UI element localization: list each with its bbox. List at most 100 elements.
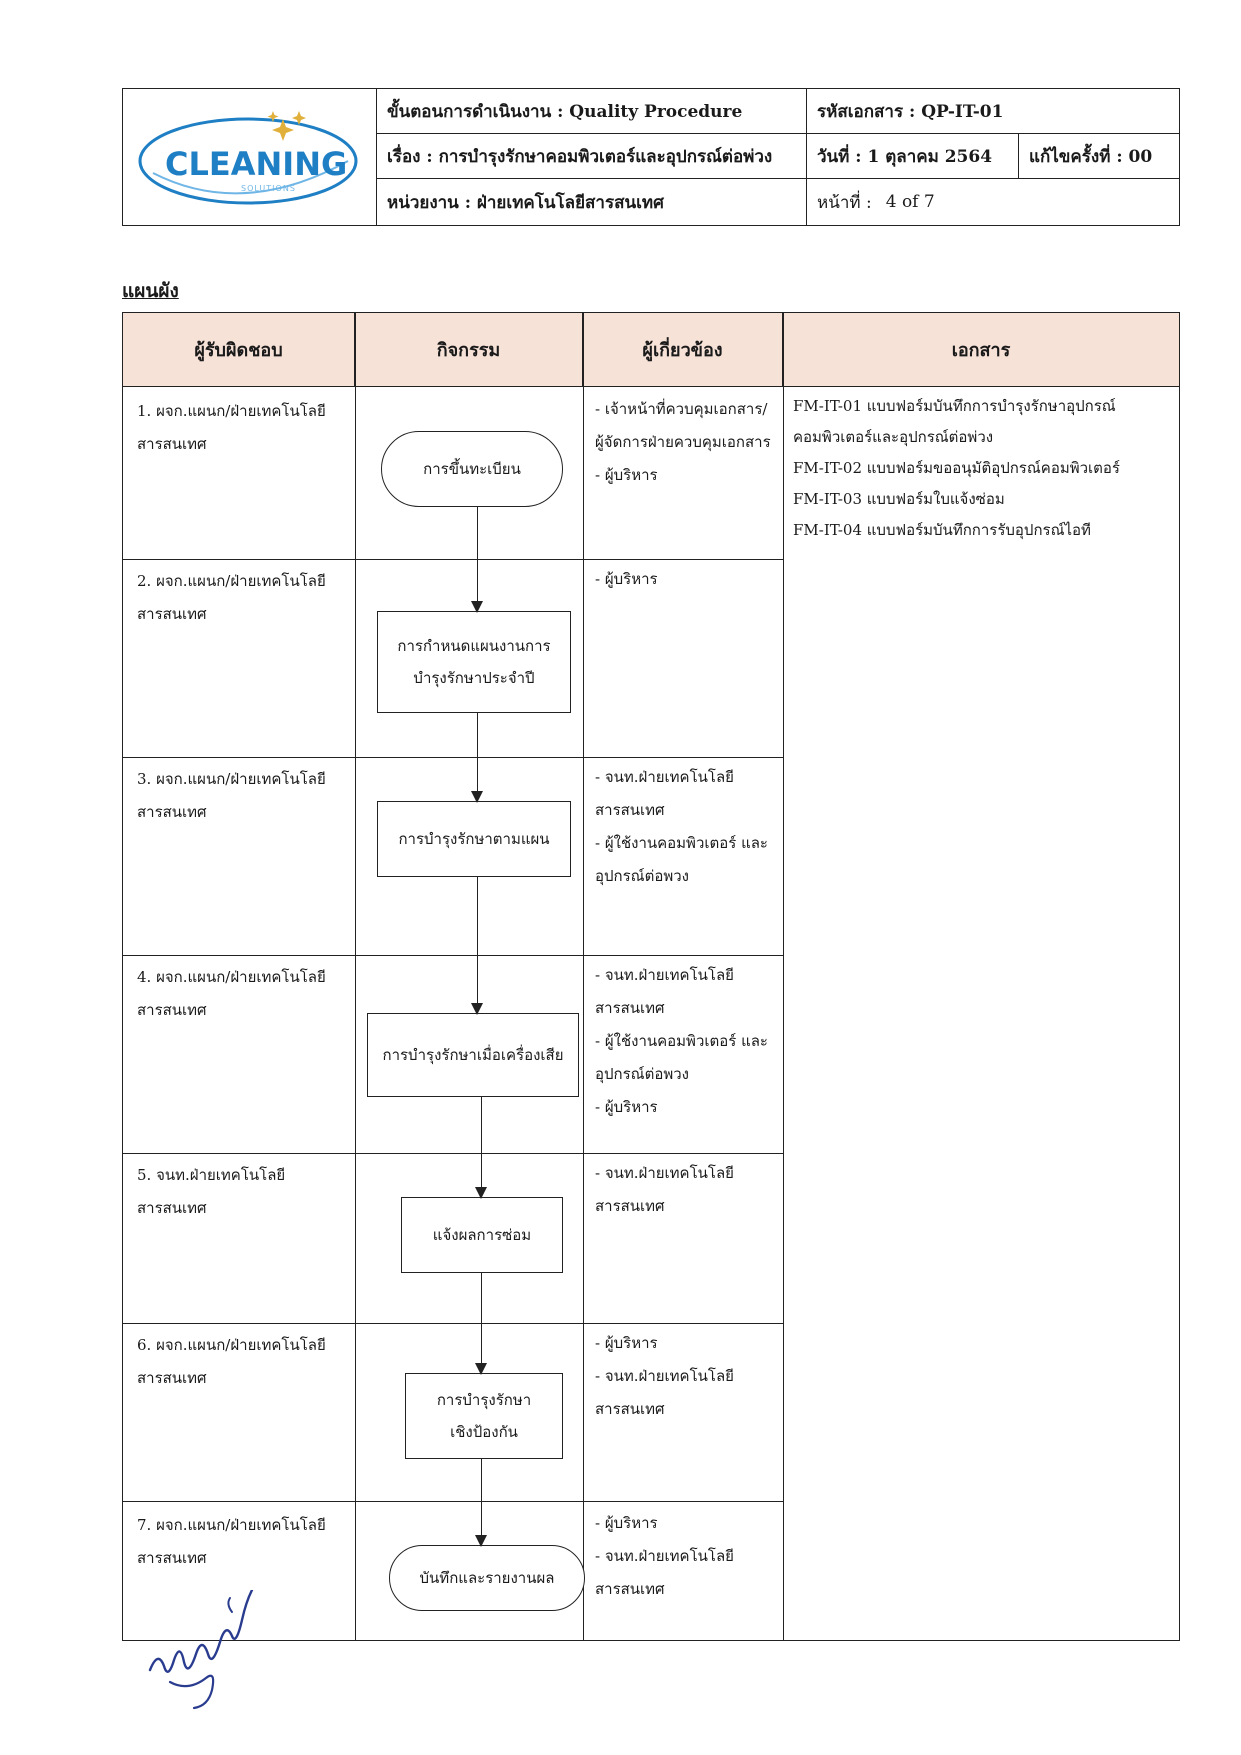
flow-arrow xyxy=(471,877,483,1015)
step-6-activity-box: การบำรุงรักษา เชิงป้องกัน xyxy=(405,1373,563,1459)
related-line: - จนท.ฝ่ายเทคโนโลยี xyxy=(595,966,734,984)
step-1-responsible: 1. ผจก.แผนก/ฝ่ายเทคโนโลยี สารสนเทศ xyxy=(137,395,347,461)
related-line: สารสนเทศ xyxy=(595,999,665,1017)
documents-list: FM-IT-01 แบบฟอร์มบันทึกการบำรุงรักษาอุปก… xyxy=(793,391,1173,546)
step-6-responsible: 6. ผจก.แผนก/ฝ่ายเทคโนโลยี สารสนเทศ xyxy=(137,1329,347,1395)
step-5-responsible: 5. จนท.ฝ่ายเทคโนโลยี สารสนเทศ xyxy=(137,1159,347,1225)
responsible-line: สารสนเทศ xyxy=(137,1369,207,1387)
responsible-line: 3. ผจก.แผนก/ฝ่ายเทคโนโลยี xyxy=(137,770,326,788)
step-7-responsible: 7. ผจก.แผนก/ฝ่ายเทคโนโลยี สารสนเทศ xyxy=(137,1509,347,1575)
step-6-related: - ผู้บริหาร - จนท.ฝ่ายเทคโนโลยี สารสนเทศ xyxy=(595,1327,785,1426)
header-row-3: หน่วยงาน : ฝ่ายเทคโนโลยีสารสนเทศ หน้าที่… xyxy=(377,179,1179,225)
column-header-responsible: ผู้รับผิดชอบ xyxy=(123,313,355,387)
document-item: FM-IT-02 แบบฟอร์มขออนุมัติอุปกรณ์คอมพิวเ… xyxy=(793,459,1120,477)
flow-arrow xyxy=(471,507,483,613)
column-divider xyxy=(355,313,356,1640)
related-line: สารสนเทศ xyxy=(595,1197,665,1215)
responsible-line: 6. ผจก.แผนก/ฝ่ายเทคโนโลยี xyxy=(137,1336,326,1354)
column-header-related: ผู้เกี่ยวข้อง xyxy=(583,313,783,387)
page-label: หน้าที่ : xyxy=(817,192,872,213)
related-line: สารสนเทศ xyxy=(595,1580,665,1598)
document-header: CLEANING SOLUTIONS ขั้นตอนการดำเนินงาน :… xyxy=(122,88,1180,226)
activity-text: บำรุงรักษาประจำปี xyxy=(413,669,535,687)
related-line: - จนท.ฝ่ายเทคโนโลยี xyxy=(595,1164,734,1182)
related-line: - ผู้ใช้งานคอมพิวเตอร์ และ xyxy=(595,1032,768,1050)
logo-subtext: SOLUTIONS xyxy=(241,184,296,193)
page-number: หน้าที่ : 4 of 7 xyxy=(807,179,1179,225)
responsible-line: สารสนเทศ xyxy=(137,605,207,623)
step-4-responsible: 4. ผจก.แผนก/ฝ่ายเทคโนโลยี สารสนเทศ xyxy=(137,961,347,1027)
flow-arrow xyxy=(475,1273,487,1375)
department: หน่วยงาน : ฝ่ายเทคโนโลยีสารสนเทศ xyxy=(377,179,807,225)
responsible-line: 5. จนท.ฝ่ายเทคโนโลยี xyxy=(137,1166,286,1184)
related-line: - ผู้บริหาร xyxy=(595,466,658,484)
flow-arrow xyxy=(475,1097,487,1199)
related-line: ผู้จัดการฝ่ายควบคุมเอกสาร xyxy=(595,433,771,451)
step-3-related: - จนท.ฝ่ายเทคโนโลยี สารสนเทศ - ผู้ใช้งาน… xyxy=(595,761,785,893)
related-line: - จนท.ฝ่ายเทคโนโลยี xyxy=(595,1547,734,1565)
activity-text: แจ้งผลการซ่อม xyxy=(432,1226,532,1244)
subject-title: เรื่อง : การบำรุงรักษาคอมพิวเตอร์และอุปก… xyxy=(377,134,807,178)
step-2-responsible: 2. ผจก.แผนก/ฝ่ายเทคโนโลยี สารสนเทศ xyxy=(137,565,347,631)
revision-number: แก้ไขครั้งที่ : 00 xyxy=(1029,146,1153,167)
related-line: - จนท.ฝ่ายเทคโนโลยี xyxy=(595,768,734,786)
row-divider xyxy=(123,1323,783,1324)
handwritten-signature xyxy=(148,1590,254,1710)
step-1-related: - เจ้าหน้าที่ควบคุมเอกสาร/ ผู้จัดการฝ่าย… xyxy=(595,393,785,492)
row-divider xyxy=(123,757,783,758)
document-item: FM-IT-03 แบบฟอร์มใบแจ้งซ่อม xyxy=(793,490,1005,508)
company-logo: CLEANING SOLUTIONS xyxy=(138,111,358,205)
related-line: - ผู้บริหาร xyxy=(595,570,658,588)
step-5-activity-box: แจ้งผลการซ่อม xyxy=(401,1197,563,1273)
responsible-line: 1. ผจก.แผนก/ฝ่ายเทคโนโลยี xyxy=(137,402,326,420)
step-2-related: - ผู้บริหาร xyxy=(595,563,785,596)
related-line: อุปกรณ์ต่อพวง xyxy=(595,867,689,885)
related-line: สารสนเทศ xyxy=(595,801,665,819)
page-value: 4 of 7 xyxy=(885,192,935,212)
document-item: คอมพิวเตอร์และอุปกรณ์ต่อพ่วง xyxy=(793,428,994,446)
activity-text: การบำรุงรักษาเมื่อเครื่องเสีย xyxy=(382,1046,564,1064)
responsible-line: 7. ผจก.แผนก/ฝ่ายเทคโนโลยี xyxy=(137,1516,326,1534)
activity-text: การขึ้นทะเบียน xyxy=(423,460,521,478)
logo-cell: CLEANING SOLUTIONS xyxy=(123,89,377,225)
related-line: - ผู้บริหาร xyxy=(595,1514,658,1532)
document-item: FM-IT-01 แบบฟอร์มบันทึกการบำรุงรักษาอุปก… xyxy=(793,397,1116,415)
document-item: FM-IT-04 แบบฟอร์มบันทึกการรับอุปกรณ์ไอที xyxy=(793,521,1091,539)
activity-text: การบำรุงรักษาตามแผน xyxy=(398,830,550,848)
procedure-label: ขั้นตอนการดำเนินงาน : Quality Procedure xyxy=(377,89,807,133)
activity-text: เชิงป้องกัน xyxy=(450,1423,518,1441)
column-divider xyxy=(783,313,784,1640)
step-2-activity-box: การกำหนดแผนงานการ บำรุงรักษาประจำปี xyxy=(377,611,571,713)
related-line: - ผู้บริหาร xyxy=(595,1334,658,1352)
column-header-documents: เอกสาร xyxy=(783,313,1179,387)
column-divider xyxy=(583,313,584,1640)
logo-text: CLEANING xyxy=(165,145,347,183)
flow-arrow xyxy=(475,1459,487,1547)
row-divider xyxy=(123,955,783,956)
responsible-line: สารสนเทศ xyxy=(137,1199,207,1217)
row-divider xyxy=(123,1153,783,1154)
responsible-line: สารสนเทศ xyxy=(137,435,207,453)
header-row-1: ขั้นตอนการดำเนินงาน : Quality Procedure … xyxy=(377,89,1179,134)
column-header-activity: กิจกรรม xyxy=(355,313,583,387)
flow-arrow xyxy=(471,713,483,803)
step-3-responsible: 3. ผจก.แผนก/ฝ่ายเทคโนโลยี สารสนเทศ xyxy=(137,763,347,829)
step-1-activity-terminator: การขึ้นทะเบียน xyxy=(381,431,563,507)
related-line: - ผู้บริหาร xyxy=(595,1098,658,1116)
related-line: อุปกรณ์ต่อพวง xyxy=(595,1065,689,1083)
document-code: รหัสเอกสาร : QP-IT-01 xyxy=(817,101,1004,122)
step-7-activity-terminator: บันทึกและรายงานผล xyxy=(389,1545,585,1611)
row-divider xyxy=(123,559,783,560)
related-line: - จนท.ฝ่ายเทคโนโลยี xyxy=(595,1367,734,1385)
activity-text: การกำหนดแผนงานการ xyxy=(397,637,551,655)
responsible-line: 4. ผจก.แผนก/ฝ่ายเทคโนโลยี xyxy=(137,968,326,986)
step-5-related: - จนท.ฝ่ายเทคโนโลยี สารสนเทศ xyxy=(595,1157,785,1223)
responsible-line: สารสนเทศ xyxy=(137,1549,207,1567)
section-title: แผนผัง xyxy=(122,280,179,302)
row-divider xyxy=(123,1501,783,1502)
related-line: - เจ้าหน้าที่ควบคุมเอกสาร/ xyxy=(595,400,768,418)
header-row-2: เรื่อง : การบำรุงรักษาคอมพิวเตอร์และอุปก… xyxy=(377,134,1179,179)
flowchart-table: ผู้รับผิดชอบ กิจกรรม ผู้เกี่ยวข้อง เอกสา… xyxy=(122,312,1180,1641)
step-3-activity-box: การบำรุงรักษาตามแผน xyxy=(377,801,571,877)
